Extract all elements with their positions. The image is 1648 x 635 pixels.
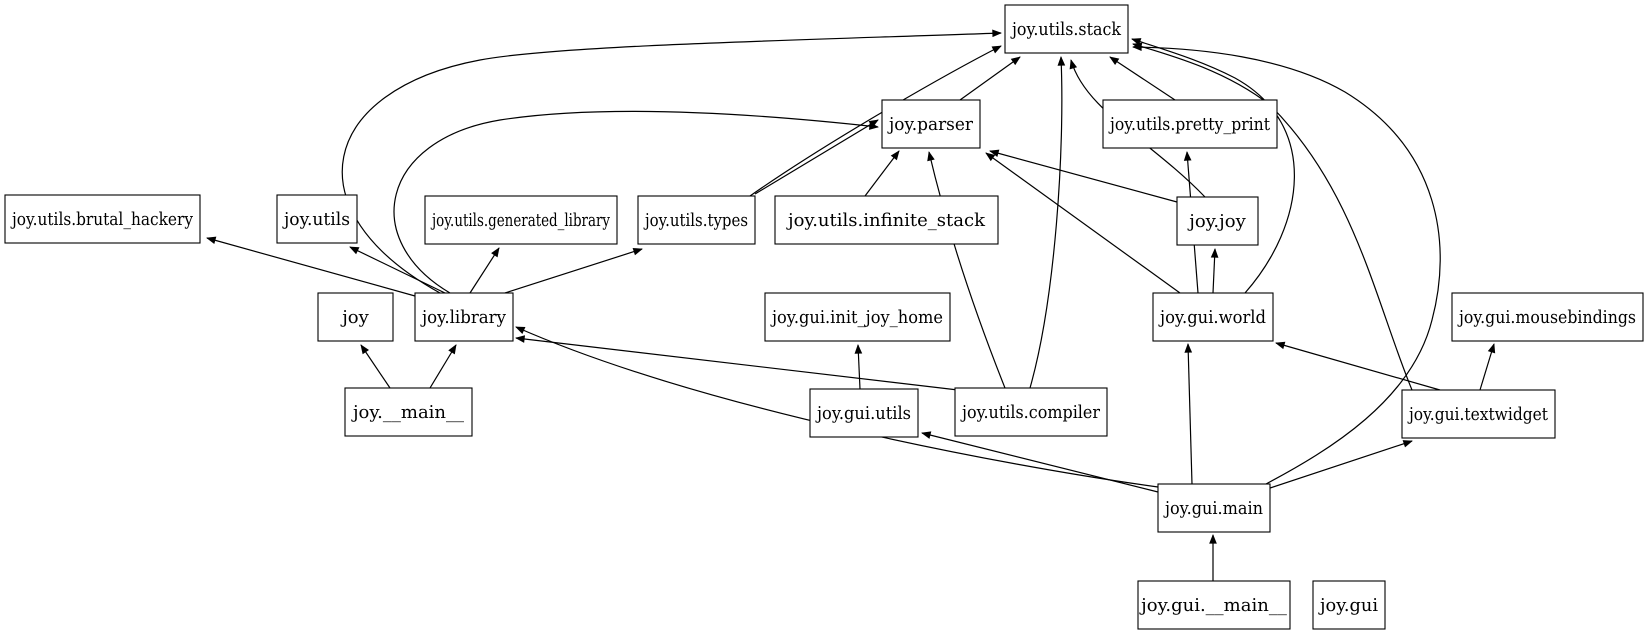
node-joy-joy: joy.joy xyxy=(1176,196,1259,246)
node-joy-utils-brutal-hackery: joy.utils.brutal_hackery xyxy=(4,194,201,244)
edge-joy-gui-world-to-joy-joy xyxy=(1210,248,1219,294)
node-box-joy xyxy=(317,292,394,342)
node-joy-main: joy.__main__ xyxy=(344,387,473,437)
edge-joy-utils-types-to-joy-parser xyxy=(754,119,879,195)
node-label-joy: joy xyxy=(340,307,369,328)
edge-joy-library-to-joy-utils-generated-library xyxy=(469,247,500,294)
node-joy-gui: joy.gui xyxy=(1312,580,1386,630)
node-box-joy-main xyxy=(344,387,473,437)
edge-joy-gui-world-to-joy-parser xyxy=(985,152,1181,294)
node-box-joy-utils-pretty-print xyxy=(1102,99,1278,149)
node-box-joy-gui-world xyxy=(1152,292,1274,342)
edge-joy-library-to-joy-utils-stack xyxy=(341,29,1002,294)
node-joy-gui-textwidget: joy.gui.textwidget xyxy=(1401,389,1556,439)
node-label-joy-gui: joy.gui xyxy=(1318,595,1378,616)
node-label-joy-utils-infinite-stack: joy.utils.infinite_stack xyxy=(786,210,986,231)
edge-joy-library-to-joy-utils-types xyxy=(504,247,643,294)
node-joy-gui-main: joy.gui.__main__ xyxy=(1137,580,1291,630)
node-label-joy-gui-world: joy.gui.world xyxy=(1158,307,1266,328)
node-box-joy-joy xyxy=(1176,196,1259,246)
node-box-joy-gui-textwidget xyxy=(1401,389,1556,439)
node-joy-utils-generated-library: joy.utils.generated_library xyxy=(424,195,618,245)
node-joy-gui-init-joy-home: joy.gui.init_joy_home xyxy=(764,292,951,342)
node-label-joy-utils-stack: joy.utils.stack xyxy=(1010,19,1122,40)
node-joy: joy xyxy=(317,292,394,342)
node-joy-gui-mousebindings: joy.gui.mousebindings xyxy=(1451,292,1644,342)
edge-joy-gui-textwidget-to-joy-utils-stack xyxy=(1132,42,1413,391)
edge-joy-parser-to-joy-utils-stack xyxy=(959,56,1021,101)
node-joy-utils-stack: joy.utils.stack xyxy=(1004,4,1129,54)
edge-joy-library-to-joy-utils-brutal-hackery xyxy=(206,236,416,297)
node-label-joy-gui-mousebindings: joy.gui.mousebindings xyxy=(1457,307,1636,328)
node-box-joy-utils-stack xyxy=(1004,4,1129,54)
edge-joy-gui-main-to-joy-gui-utils xyxy=(921,431,1159,493)
node-label-joy-utils-types: joy.utils.types xyxy=(643,210,748,231)
node-label-joy-utils: joy.utils xyxy=(282,209,350,230)
node-joy-utils: joy.utils xyxy=(276,194,358,244)
node-box-joy-utils-infinite-stack xyxy=(774,195,999,245)
node-label-joy-parser: joy.parser xyxy=(887,114,973,135)
edge-joy-utils-compiler-to-joy-parser xyxy=(927,151,1006,389)
node-joy-library: joy.library xyxy=(414,292,514,342)
edge-joy-gui-textwidget-to-joy-gui-mousebindings xyxy=(1479,343,1496,391)
node-box-joy-library xyxy=(414,292,514,342)
node-box-joy-gui xyxy=(1312,580,1386,630)
node-label-joy-utils-pretty-print: joy.utils.pretty_print xyxy=(1108,114,1270,135)
node-joy-utils-pretty-print: joy.utils.pretty_print xyxy=(1102,99,1278,149)
node-box-joy-utils-generated-library xyxy=(424,195,618,245)
node-joy-gui-world: joy.gui.world xyxy=(1152,292,1274,342)
edge-joy-joy-to-joy-parser xyxy=(989,149,1178,203)
edge-joy-utils-compiler-to-joy-utils-stack xyxy=(1029,56,1066,389)
node-box-joy-utils-brutal-hackery xyxy=(4,194,201,244)
edge-joy-main-to-joy xyxy=(360,344,391,389)
node-label-joy-utils-compiler: joy.utils.compiler xyxy=(960,402,1100,423)
node-box-joy-gui-mousebindings xyxy=(1451,292,1644,342)
node-label-joy-gui-main: joy.gui.main xyxy=(1163,498,1263,519)
node-box-joy-gui-init-joy-home xyxy=(764,292,951,342)
node-box-joy-gui-main xyxy=(1137,580,1291,630)
node-box-joy-utils xyxy=(276,194,358,244)
node-label-joy-gui-textwidget: joy.gui.textwidget xyxy=(1407,404,1548,425)
edge-joy-library-to-joy-utils xyxy=(349,246,446,294)
edge-joy-library-to-joy-parser xyxy=(393,110,879,294)
edge-joy-gui-main-to-joy-gui-textwidget xyxy=(1269,440,1413,489)
node-label-joy-library: joy.library xyxy=(420,307,507,328)
node-label-joy-gui-utils: joy.gui.utils xyxy=(815,403,911,424)
edge-joy-gui-textwidget-to-joy-gui-world xyxy=(1275,341,1441,391)
node-label-joy-gui-main: joy.gui.__main__ xyxy=(1139,595,1287,616)
node-joy-utils-infinite-stack: joy.utils.infinite_stack xyxy=(774,195,999,245)
node-label-joy-joy: joy.joy xyxy=(1187,211,1246,232)
node-joy-utils-compiler: joy.utils.compiler xyxy=(954,387,1108,437)
edges-layer xyxy=(206,29,1496,581)
edge-joy-utils-compiler-to-joy-library xyxy=(515,335,959,391)
node-box-joy-parser xyxy=(881,99,981,149)
node-joy-gui-main: joy.gui.main xyxy=(1157,483,1271,533)
edge-joy-gui-main-to-joy-gui-world xyxy=(1184,343,1193,485)
node-joy-utils-types: joy.utils.types xyxy=(637,195,756,245)
node-label-joy-gui-init-joy-home: joy.gui.init_joy_home xyxy=(770,307,943,328)
nodes-layer: joy.utils.stack joy.parser joy.utils.prett… xyxy=(4,4,1644,630)
edge-joy-utils-pretty-print-to-joy-utils-stack xyxy=(1109,56,1176,101)
edge-joy-utils-infinite-stack-to-joy-parser xyxy=(864,150,900,197)
node-label-joy-utils-generated-library: joy.utils.generated_library xyxy=(431,210,611,231)
node-box-joy-utils-types xyxy=(637,195,756,245)
edge-joy-gui-main-to-joy-utils-stack xyxy=(1132,43,1441,485)
node-joy-parser: joy.parser xyxy=(881,99,981,149)
edge-joy-gui-world-to-joy-utils-stack xyxy=(1131,38,1295,294)
node-box-joy-utils-compiler xyxy=(954,387,1108,437)
node-box-joy-gui-utils xyxy=(809,388,919,438)
edge-joy-main-to-joy-library xyxy=(429,344,457,389)
node-box-joy-gui-main xyxy=(1157,483,1271,533)
node-label-joy-main: joy.__main__ xyxy=(351,402,464,423)
node-joy-gui-utils: joy.gui.utils xyxy=(809,388,919,438)
edge-joy-gui-utils-to-joy-gui-init-joy-home xyxy=(854,344,863,390)
node-label-joy-utils-brutal-hackery: joy.utils.brutal_hackery xyxy=(10,209,193,230)
